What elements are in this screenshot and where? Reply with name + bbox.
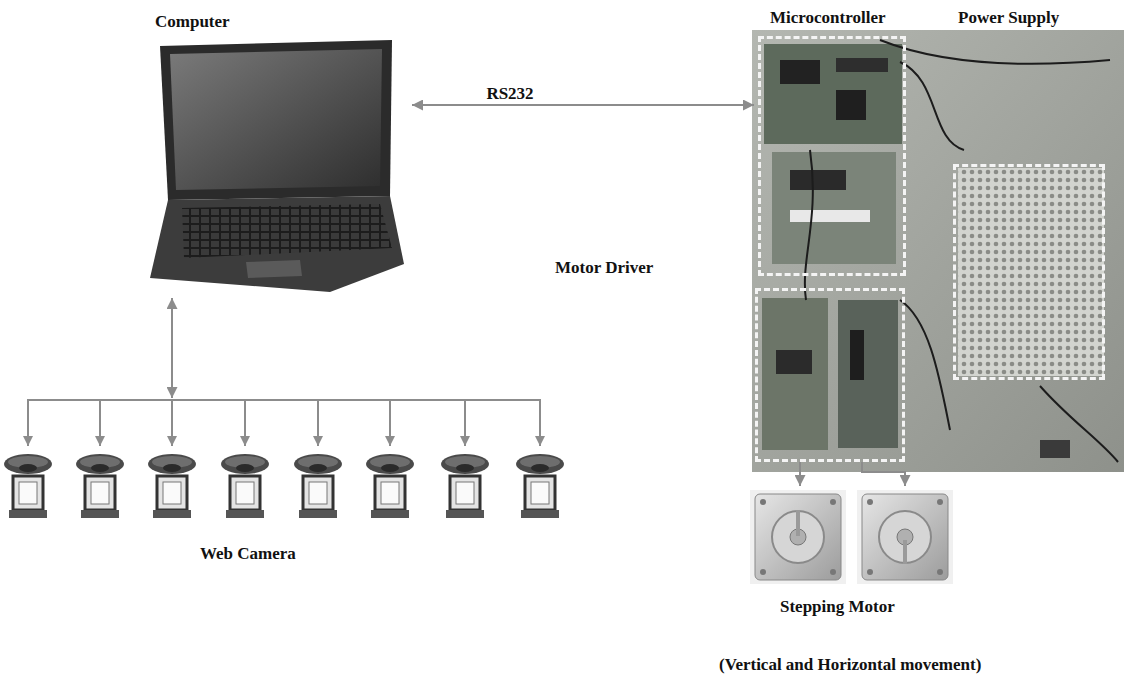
chip: [790, 170, 846, 190]
control-panel-photo: [752, 30, 1124, 472]
bus-drop: [317, 400, 319, 446]
dashed-region: [755, 288, 905, 462]
web-camera-icon: [516, 454, 564, 518]
bus-drop: [464, 400, 466, 446]
motor-ground: [750, 490, 846, 584]
bus-drop: [389, 400, 391, 446]
bus-line: [27, 399, 541, 401]
laptop-base: [150, 196, 404, 292]
screw: [867, 499, 873, 505]
diagram-node: Motor Driver: [552, 256, 907, 464]
motor-hub: [879, 511, 931, 563]
chip: [850, 330, 864, 380]
panel-ground: [752, 30, 1124, 472]
dashed-region: [758, 36, 906, 276]
controller-board: [772, 152, 896, 264]
motor-ground: [857, 490, 953, 584]
camera-bus: [27, 400, 541, 446]
motor-faceplate: [755, 494, 841, 580]
chip: [836, 90, 866, 120]
wire: [805, 150, 813, 300]
laptop-touchpad: [246, 260, 302, 278]
node-subtitle: (Vertical and Horizontal movement): [719, 655, 981, 675]
bus-drop: [539, 400, 541, 446]
screw: [830, 569, 836, 575]
terminal: [1040, 440, 1070, 458]
screw: [937, 499, 943, 505]
web-camera-icon: [4, 454, 52, 518]
wire: [900, 300, 950, 430]
diagram-node: Power Supply: [950, 6, 1108, 382]
diagram-node: Stepping Motor(Vertical and Horizontal m…: [705, 485, 1005, 670]
connector-arrow: [862, 462, 905, 486]
chip: [836, 58, 888, 72]
connector: [790, 210, 870, 222]
wire: [880, 40, 1110, 64]
node-label: Stepping Motor: [780, 597, 895, 617]
node-label: Motor Driver: [555, 258, 653, 278]
diagram-node: Microcontroller: [756, 6, 908, 278]
wire: [900, 62, 964, 150]
node-label: Computer: [155, 12, 230, 32]
bus-drop: [99, 400, 101, 446]
web-camera-icon: [441, 454, 489, 518]
screw: [937, 569, 943, 575]
motor-shaft: [903, 540, 907, 564]
laptop-illustration: [150, 40, 404, 292]
diagram-node: Computer: [148, 12, 410, 296]
stepping-motor-photo: [750, 490, 953, 584]
motor-faceplate: [862, 494, 948, 580]
motor-hub: [772, 511, 824, 563]
connector-arrow: [171, 298, 173, 398]
edge-label: RS232: [483, 84, 536, 104]
node-label: Microcontroller: [770, 8, 886, 28]
driver-board: [762, 298, 828, 450]
web-cameras: [4, 454, 564, 518]
screw: [867, 569, 873, 575]
dashed-region: [953, 164, 1105, 380]
connector-arrow: [412, 104, 754, 106]
bus-drop: [171, 400, 173, 446]
laptop-keyboard: [182, 204, 392, 258]
chip: [780, 60, 820, 84]
motor-shaft: [796, 510, 800, 536]
screw: [760, 499, 766, 505]
screw: [830, 499, 836, 505]
screw: [760, 569, 766, 575]
web-camera-icon: [294, 454, 342, 518]
driver-board: [838, 300, 898, 448]
web-camera-icon: [148, 454, 196, 518]
power-supply-case: [958, 168, 1104, 376]
node-label: Web Camera: [200, 544, 296, 564]
controller-board: [764, 44, 902, 144]
node-label: Power Supply: [958, 8, 1059, 28]
laptop-screen-bezel: [160, 40, 392, 200]
diagram-node: Web Camera: [5, 398, 580, 570]
chip: [776, 350, 812, 374]
bus-drop: [27, 400, 29, 446]
bus-drop: [244, 400, 246, 446]
web-camera-icon: [366, 454, 414, 518]
wire: [1040, 386, 1118, 462]
web-camera-icon: [221, 454, 269, 518]
laptop-screen: [170, 49, 382, 190]
web-camera-icon: [76, 454, 124, 518]
connector-arrow: [799, 462, 801, 486]
